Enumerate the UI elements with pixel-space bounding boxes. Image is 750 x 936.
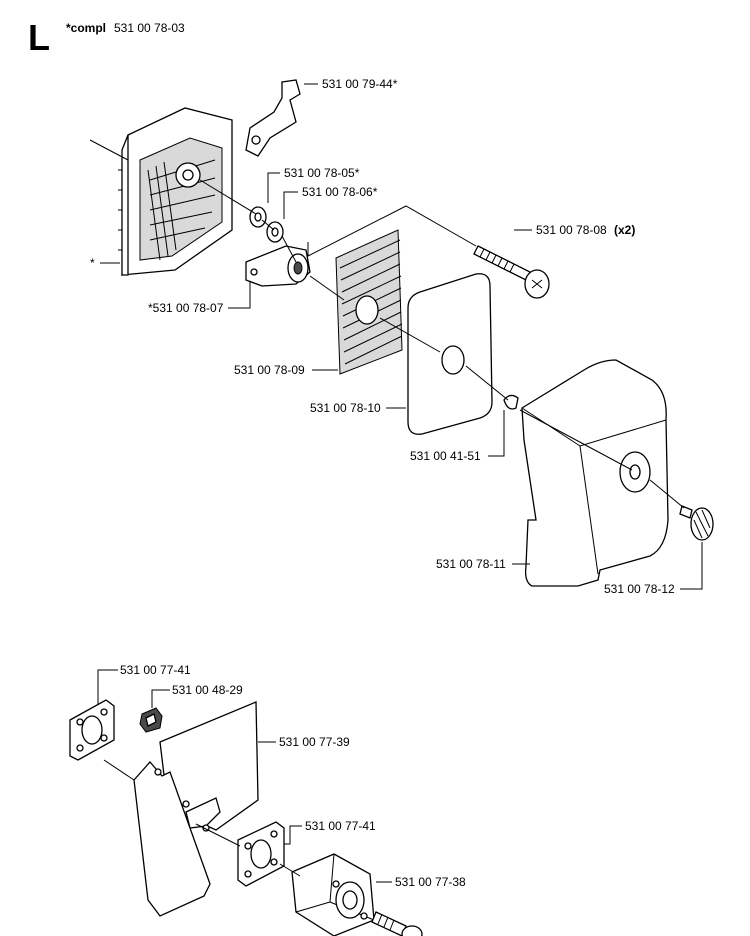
leader-line xyxy=(151,689,170,708)
filter-mesh xyxy=(335,229,403,375)
filter-cover xyxy=(521,359,669,587)
intake-adapter xyxy=(291,853,375,936)
label-531-00-77-39: 531 00 77-39 xyxy=(279,735,350,749)
leader-line xyxy=(488,410,505,457)
label-quantity-x2: (x2) xyxy=(614,223,635,237)
label-star: * xyxy=(90,256,95,270)
compl-prefix: *compl xyxy=(66,21,106,35)
section-letter: L xyxy=(28,17,50,58)
bracket-part xyxy=(245,79,301,157)
label-531-00-78-06: 531 00 78-06* xyxy=(302,185,378,199)
label-531-00-78-09: 531 00 78-09 xyxy=(234,363,305,377)
leader-line xyxy=(97,669,118,704)
label-531-00-77-41-right: 531 00 77-41 xyxy=(305,819,376,833)
washer-78-05 xyxy=(249,206,267,228)
label-531-00-77-38: 531 00 77-38 xyxy=(395,875,466,889)
label-531-00-41-51: 531 00 41-51 xyxy=(410,449,481,463)
gasket-left xyxy=(69,699,115,761)
bottom-screw xyxy=(371,911,423,936)
label-531-00-78-11: 531 00 78-11 xyxy=(436,557,506,571)
leader-line xyxy=(267,172,280,203)
foam-filter xyxy=(407,273,493,435)
leader-line xyxy=(307,205,477,257)
label-531-00-78-05: 531 00 78-05* xyxy=(284,166,360,180)
label-531-00-78-07: *531 00 78-07 xyxy=(148,301,224,315)
label-531-00-48-29: 531 00 48-29 xyxy=(172,683,243,697)
rubber-bushing xyxy=(139,707,163,733)
holder-part xyxy=(245,245,311,287)
explosion-axis-line xyxy=(199,179,685,509)
label-531-00-78-12: 531 00 78-12 xyxy=(604,582,675,596)
washer-78-06 xyxy=(266,221,284,243)
leader-line xyxy=(680,542,703,590)
label-531-00-77-41-left: 531 00 77-41 xyxy=(120,663,191,677)
label-531-00-78-10: 531 00 78-10 xyxy=(310,401,381,415)
leader-line xyxy=(228,282,251,309)
air-filter-housing xyxy=(118,107,233,276)
compl-part-number: 531 00 78-03 xyxy=(114,21,185,35)
leader-line xyxy=(89,139,129,161)
leader-line xyxy=(283,191,298,219)
label-531-00-78-08: 531 00 78-08 xyxy=(536,223,607,237)
long-screw xyxy=(473,245,550,299)
label-531-00-79-44: 531 00 79-44* xyxy=(322,77,398,91)
clip-part xyxy=(503,394,519,410)
gasket-right xyxy=(237,821,285,887)
knob-part xyxy=(679,505,714,541)
heat-shield-plate xyxy=(133,701,259,917)
leader-line xyxy=(284,825,302,845)
explosion-axis-line xyxy=(103,759,301,877)
